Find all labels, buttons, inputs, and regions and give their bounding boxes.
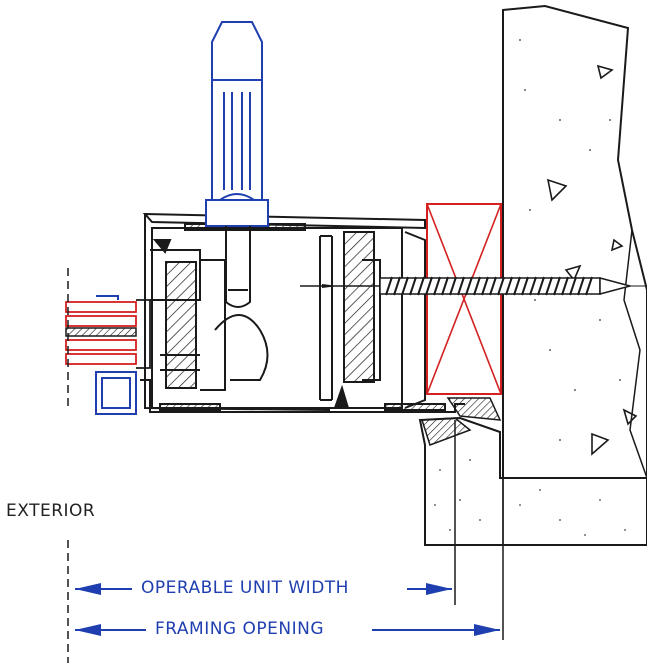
dimension-lines	[75, 583, 500, 636]
exterior-label: EXTERIOR	[6, 501, 96, 521]
operable-unit-width-label: OPERABLE UNIT WIDTH	[141, 578, 349, 598]
sill-base	[418, 397, 647, 546]
dimension-extension-lines	[454, 420, 504, 640]
concrete-wall	[502, 4, 647, 479]
anchor-screw-icon	[300, 276, 647, 296]
framing-opening-label: FRAMING OPENING	[155, 619, 324, 639]
aggregate-marks	[546, 64, 638, 456]
crank-handle-icon	[205, 21, 269, 227]
sash-members	[165, 231, 375, 389]
screen-frame	[95, 295, 137, 415]
glazing-unit	[65, 299, 151, 369]
handle-stem	[225, 226, 251, 308]
wood-shim-icon	[426, 203, 502, 395]
